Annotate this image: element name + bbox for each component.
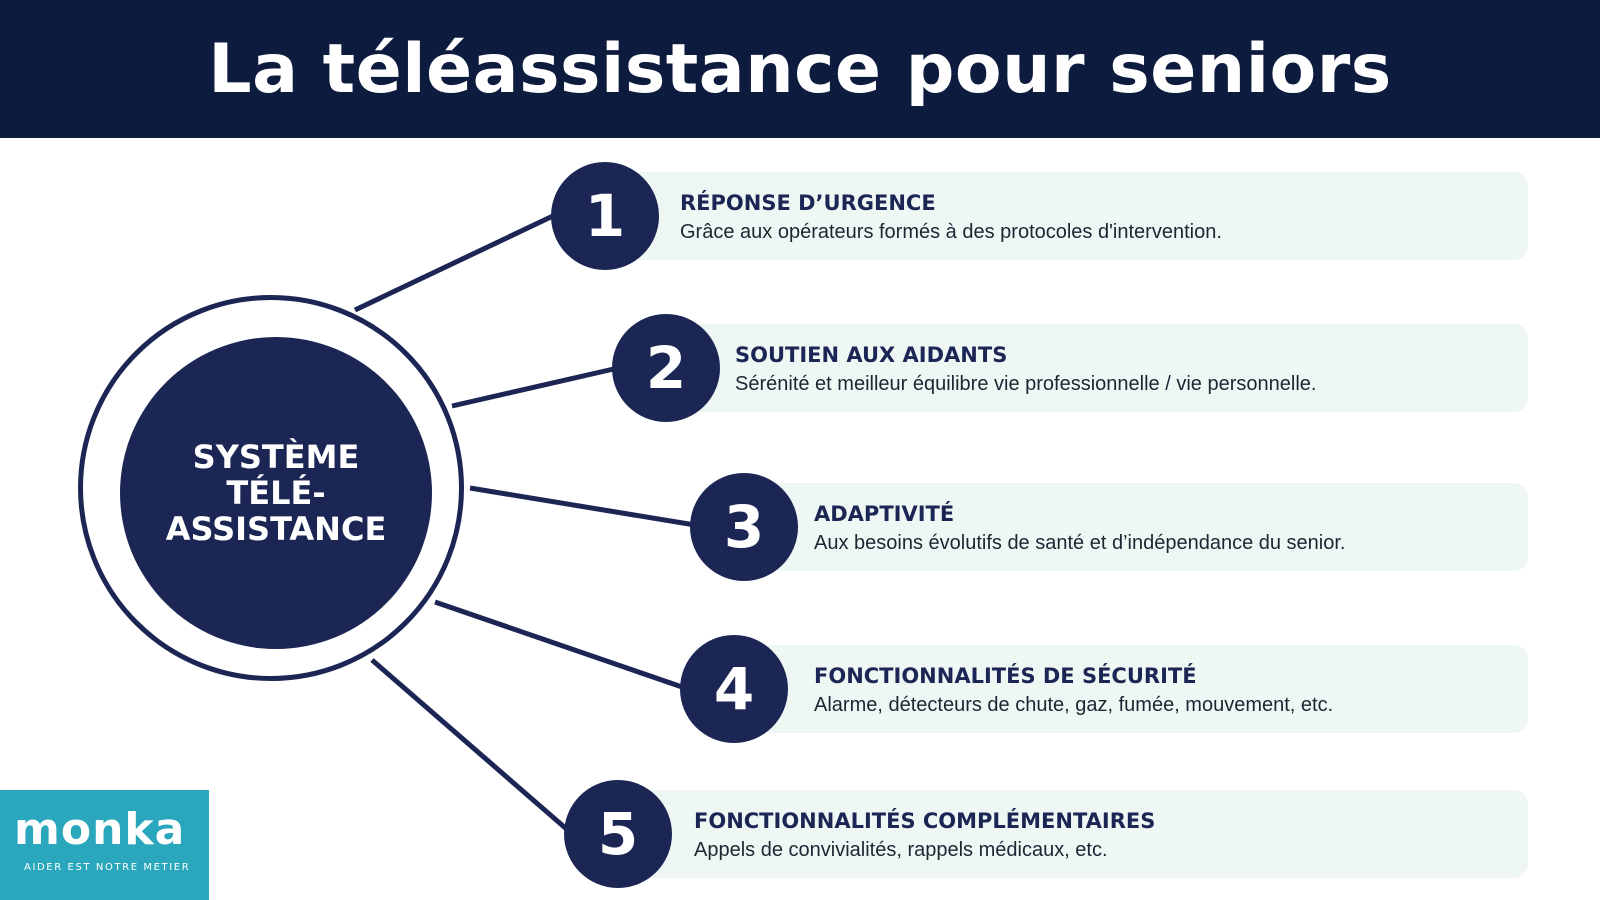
connector-line-1	[353, 212, 557, 313]
connector-line-5	[370, 658, 572, 834]
feature-title-3: ADAPTIVITÉ	[814, 502, 955, 526]
feature-title-1: RÉPONSE D’URGENCE	[680, 191, 936, 215]
feature-title-5: FONCTIONNALITÉS COMPLÉMENTAIRES	[694, 809, 1156, 833]
feature-desc-1: Grâce aux opérateurs formés à des protoc…	[680, 221, 1222, 243]
feature-number-2: 2	[612, 314, 720, 422]
center-label-line-3: ASSISTANCE	[165, 510, 387, 548]
feature-card-4: FONCTIONNALITÉS DE SÉCURITÉ Alarme, déte…	[728, 645, 1528, 733]
page-title: La téléassistance pour seniors	[208, 29, 1392, 109]
center-label-line-1: SYSTÈME	[192, 438, 360, 476]
monka-logo: monka AIDER EST NOTRE METIER	[0, 790, 209, 900]
feature-card-1: RÉPONSE D’URGENCE Grâce aux opérateurs f…	[600, 172, 1528, 260]
feature-number-3: 3	[690, 473, 798, 581]
feature-title-2: SOUTIEN AUX AIDANTS	[735, 343, 1008, 367]
center-label: SYSTÈME TÉLÉ- ASSISTANCE	[166, 439, 387, 547]
connector-line-3	[469, 485, 696, 528]
feature-card-5: FONCTIONNALITÉS COMPLÉMENTAIRES Appels d…	[612, 790, 1528, 878]
feature-card-2: SOUTIEN AUX AIDANTS Sérénité et meilleur…	[660, 324, 1528, 412]
feature-title-4: FONCTIONNALITÉS DE SÉCURITÉ	[814, 664, 1197, 688]
center-circle: SYSTÈME TÉLÉ- ASSISTANCE	[120, 337, 432, 649]
feature-number-1: 1	[551, 162, 659, 270]
connector-line-2	[451, 365, 619, 409]
center-label-line-2: TÉLÉ-	[226, 474, 326, 512]
logo-brand: monka	[14, 804, 186, 855]
feature-number-5: 5	[564, 780, 672, 888]
feature-desc-3: Aux besoins évolutifs de santé et d’indé…	[814, 532, 1346, 554]
feature-desc-4: Alarme, détecteurs de chute, gaz, fumée,…	[814, 694, 1334, 716]
feature-number-4: 4	[680, 635, 788, 743]
logo-tagline: AIDER EST NOTRE METIER	[24, 862, 191, 873]
connector-line-4	[434, 599, 686, 691]
header-banner: La téléassistance pour seniors	[0, 0, 1600, 138]
feature-desc-5: Appels de convivialités, rappels médicau…	[694, 839, 1108, 861]
feature-card-3: ADAPTIVITÉ Aux besoins évolutifs de sant…	[738, 483, 1528, 571]
feature-desc-2: Sérénité et meilleur équilibre vie profe…	[735, 373, 1317, 395]
